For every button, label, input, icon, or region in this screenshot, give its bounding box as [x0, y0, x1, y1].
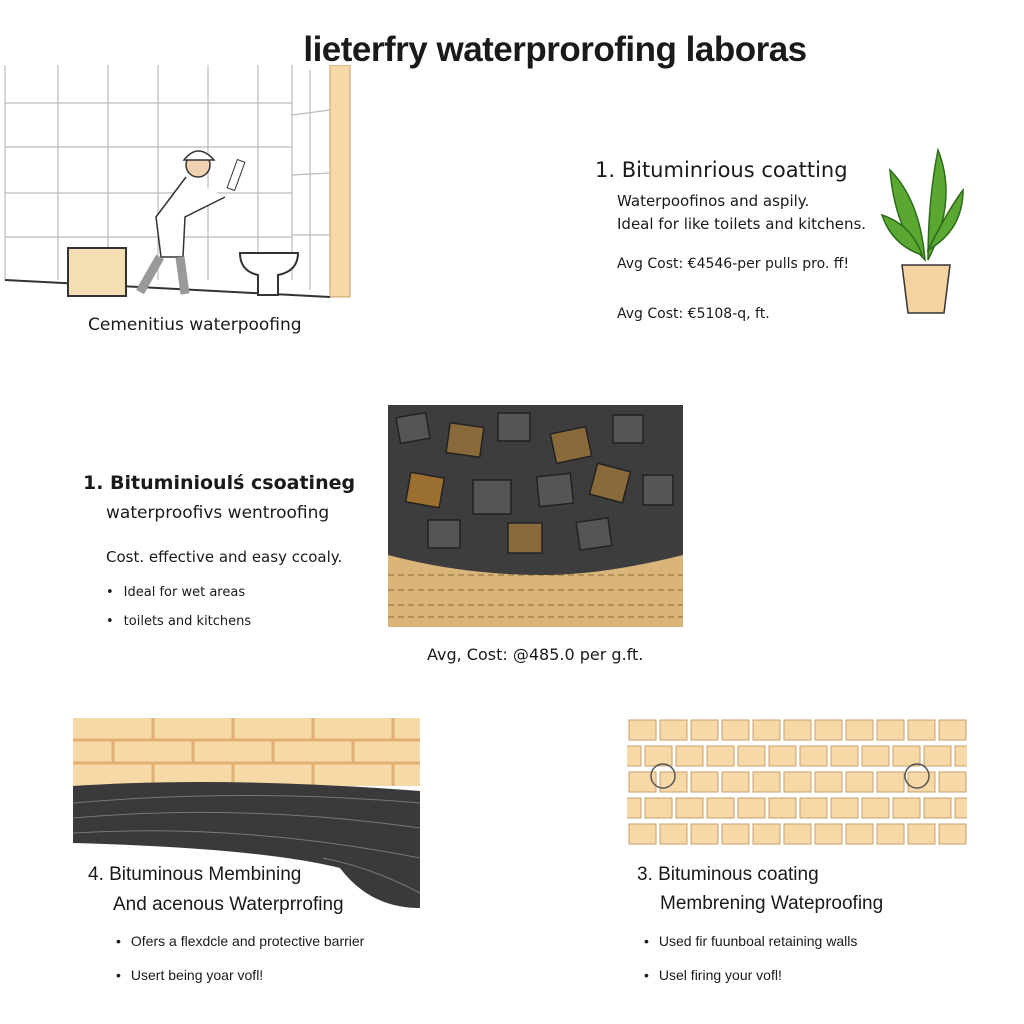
- brick-membrane-image: [73, 718, 420, 908]
- bottom-right-heading: 3. Bituminous coating: [637, 864, 819, 885]
- bottom-left-subheading: And acenous Waterprrofing: [113, 894, 344, 915]
- bottom-right-subheading: Membrening Wateproofing: [660, 893, 884, 914]
- page-title: lieterfry waterprorofing laboras: [303, 30, 807, 69]
- top-right-line1: Waterpoofinos and aspily.: [617, 192, 810, 210]
- cementitious-caption: Cemenitius waterpoofing: [88, 315, 302, 335]
- top-right-cost2: Avg Cost: €5108-q, ft.: [617, 306, 770, 322]
- top-right-heading: 1. Bituminrious coatting: [595, 158, 848, 182]
- middle-left-desc: Cost. effective and easy ccoaly.: [106, 548, 343, 566]
- bullet-item: Ideal for wet areas: [106, 585, 245, 600]
- middle-left-heading: 1. Bituminioulś csoatineg: [83, 472, 356, 494]
- middle-cost: Avg, Cost: @485.0 per g.ft.: [427, 645, 644, 664]
- top-right-cost1: Avg Cost: €4546-per pulls pro. ff!: [617, 256, 850, 272]
- bullet-item: Usel firing your vofl!: [644, 967, 782, 983]
- bitumen-blocks-image: [388, 405, 683, 627]
- middle-left-subheading: waterproofivs wentroofing: [106, 503, 330, 523]
- bullet-item: toilets and kitchens: [106, 614, 252, 629]
- brick-wall-image: [627, 718, 967, 846]
- bullet-item: Used fir fuunboal retaining walls: [644, 933, 857, 949]
- bottom-left-heading: 4. Bituminous Membining: [88, 864, 302, 885]
- bullet-item: Usert being yoar vofl!: [116, 967, 263, 983]
- top-right-line2: Ideal for like toilets and kitchens.: [617, 215, 867, 233]
- bullet-item: Ofers a flexdcle and protective barrier: [116, 933, 364, 949]
- plant-icon: [880, 147, 964, 314]
- bathroom-worker-illustration: [4, 65, 351, 298]
